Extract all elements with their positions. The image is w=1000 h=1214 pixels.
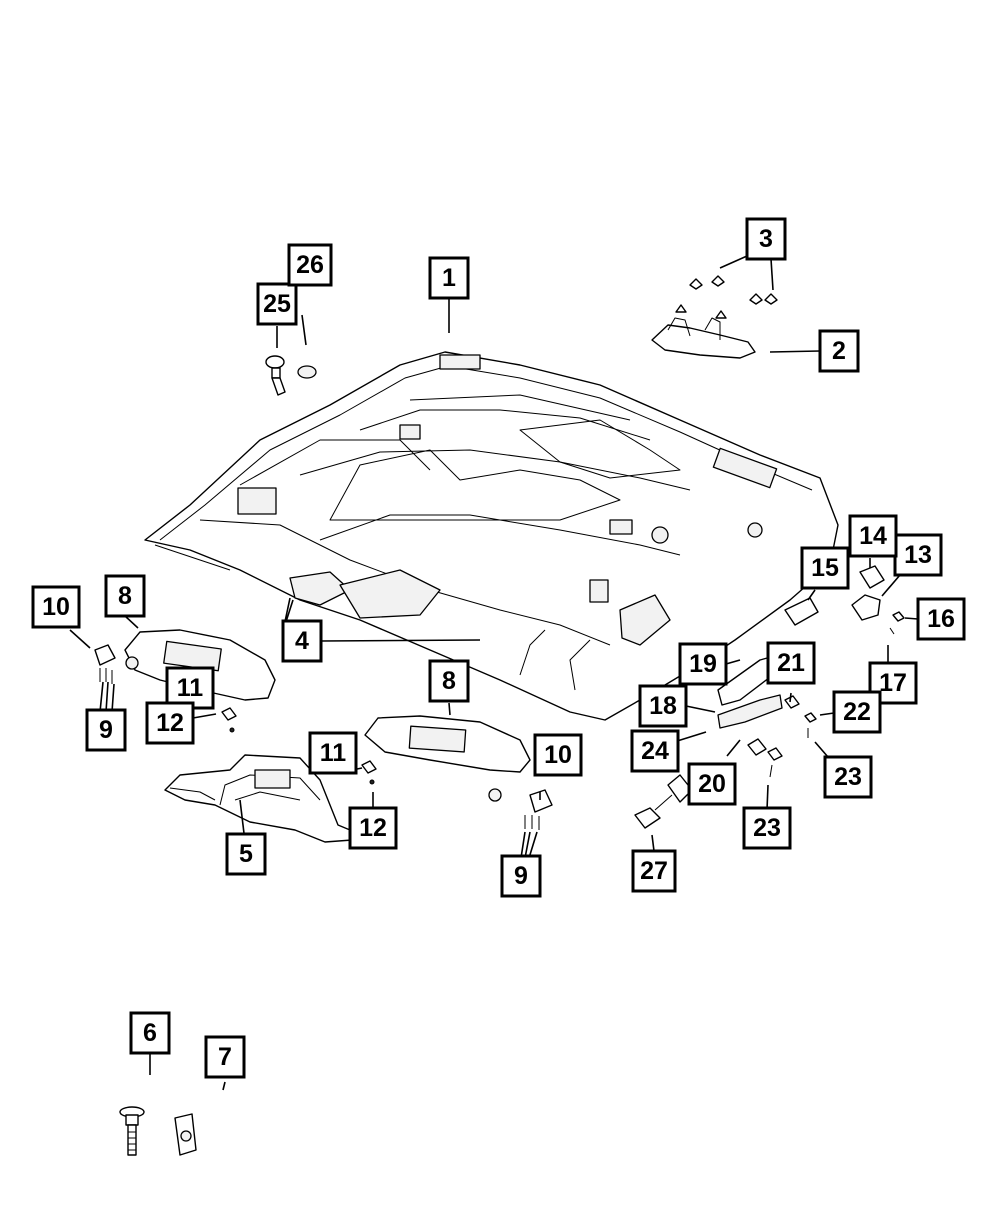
callout-19: 19 — [678, 642, 728, 686]
callout-1-label: 1 — [442, 264, 456, 292]
callout-8-right-label: 8 — [442, 667, 456, 695]
callout-3-label: 3 — [759, 225, 773, 253]
callout-24-label: 24 — [641, 737, 669, 765]
callout-27: 27 — [631, 849, 677, 893]
visor-clip-left-part — [221, 707, 237, 733]
callout-23-right-label: 23 — [834, 763, 862, 791]
callout-24: 24 — [630, 729, 680, 773]
headliner-part — [144, 351, 839, 721]
callout-12-right-label: 12 — [359, 814, 387, 842]
callout-4-label: 4 — [295, 627, 309, 655]
callout-11-right: 11 — [308, 731, 358, 775]
dome-lamp-part — [265, 355, 317, 396]
visor-mount-right-part — [488, 788, 553, 830]
callout-26-label: 26 — [296, 251, 324, 279]
callout-23-lower: 23 — [742, 806, 792, 850]
callout-7: 7 — [204, 1035, 246, 1079]
bolt-part — [119, 1106, 145, 1156]
callout-23-lower-label: 23 — [753, 814, 781, 842]
callout-16: 16 — [916, 597, 966, 641]
callout-5: 5 — [225, 832, 267, 876]
callout-22-label: 22 — [843, 698, 871, 726]
callout-10-left: 10 — [31, 585, 81, 629]
callout-8-right: 8 — [428, 659, 470, 703]
callout-8-left-label: 8 — [118, 582, 132, 610]
clip-set-part — [675, 275, 778, 319]
callout-18-label: 18 — [649, 692, 677, 720]
callout-9-left-label: 9 — [99, 716, 113, 744]
callout-4: 4 — [281, 619, 323, 663]
callout-5-label: 5 — [239, 840, 253, 868]
callout-8-left: 8 — [104, 574, 146, 618]
assist-handle-part — [717, 654, 817, 778]
console-trim-part — [651, 317, 756, 359]
callout-11-left-label: 11 — [177, 674, 204, 702]
callout-26: 26 — [287, 243, 333, 287]
coat-hook-part — [851, 565, 885, 621]
callout-12-left: 12 — [145, 701, 195, 745]
callout-10-right: 10 — [533, 733, 583, 777]
callout-13-label: 13 — [904, 541, 932, 569]
callout-21: 21 — [766, 641, 816, 685]
callout-15-label: 15 — [811, 554, 839, 582]
callout-13: 13 — [893, 533, 943, 577]
callout-22: 22 — [832, 690, 882, 734]
callout-6: 6 — [129, 1011, 171, 1055]
callout-9-right: 9 — [500, 854, 542, 898]
callout-18: 18 — [638, 684, 688, 728]
callout-21-label: 21 — [777, 649, 805, 677]
sun-visor-right-part — [364, 715, 531, 773]
callout-11-left: 11 — [165, 666, 215, 710]
callout-12-right: 12 — [348, 806, 398, 850]
callout-25-label: 25 — [263, 290, 291, 318]
callout-11-right-label: 11 — [320, 739, 347, 767]
callout-2: 2 — [818, 329, 860, 373]
callout-7-label: 7 — [218, 1043, 232, 1071]
callout-6-label: 6 — [143, 1019, 157, 1047]
callout-2-label: 2 — [832, 337, 846, 365]
callout-25: 25 — [256, 282, 298, 326]
reading-lamp-part — [634, 774, 693, 829]
overhead-console-part — [164, 754, 353, 843]
callout-1: 1 — [428, 256, 470, 300]
callout-9-left: 9 — [85, 708, 127, 752]
callout-23-right: 23 — [823, 755, 873, 799]
clip-part-16-17 — [889, 611, 905, 635]
callout-20-label: 20 — [698, 770, 726, 798]
callout-14: 14 — [848, 514, 898, 558]
callout-16-label: 16 — [927, 605, 955, 633]
callout-3: 3 — [745, 217, 787, 261]
visor-clip-right-part — [361, 760, 377, 785]
visor-mount-left-part — [94, 644, 116, 684]
callout-27-label: 27 — [640, 857, 668, 885]
callout-12-left-label: 12 — [156, 709, 184, 737]
nut-part — [174, 1113, 197, 1156]
callout-17-label: 17 — [879, 669, 907, 697]
callout-19-label: 19 — [689, 650, 717, 678]
callout-10-right-label: 10 — [544, 741, 572, 769]
callout-14-label: 14 — [859, 522, 887, 550]
callout-9-right-label: 9 — [514, 862, 528, 890]
callout-10-left-label: 10 — [42, 593, 70, 621]
callout-15: 15 — [800, 546, 850, 590]
callout-20: 20 — [687, 762, 737, 806]
bracket-part-15 — [784, 597, 819, 626]
